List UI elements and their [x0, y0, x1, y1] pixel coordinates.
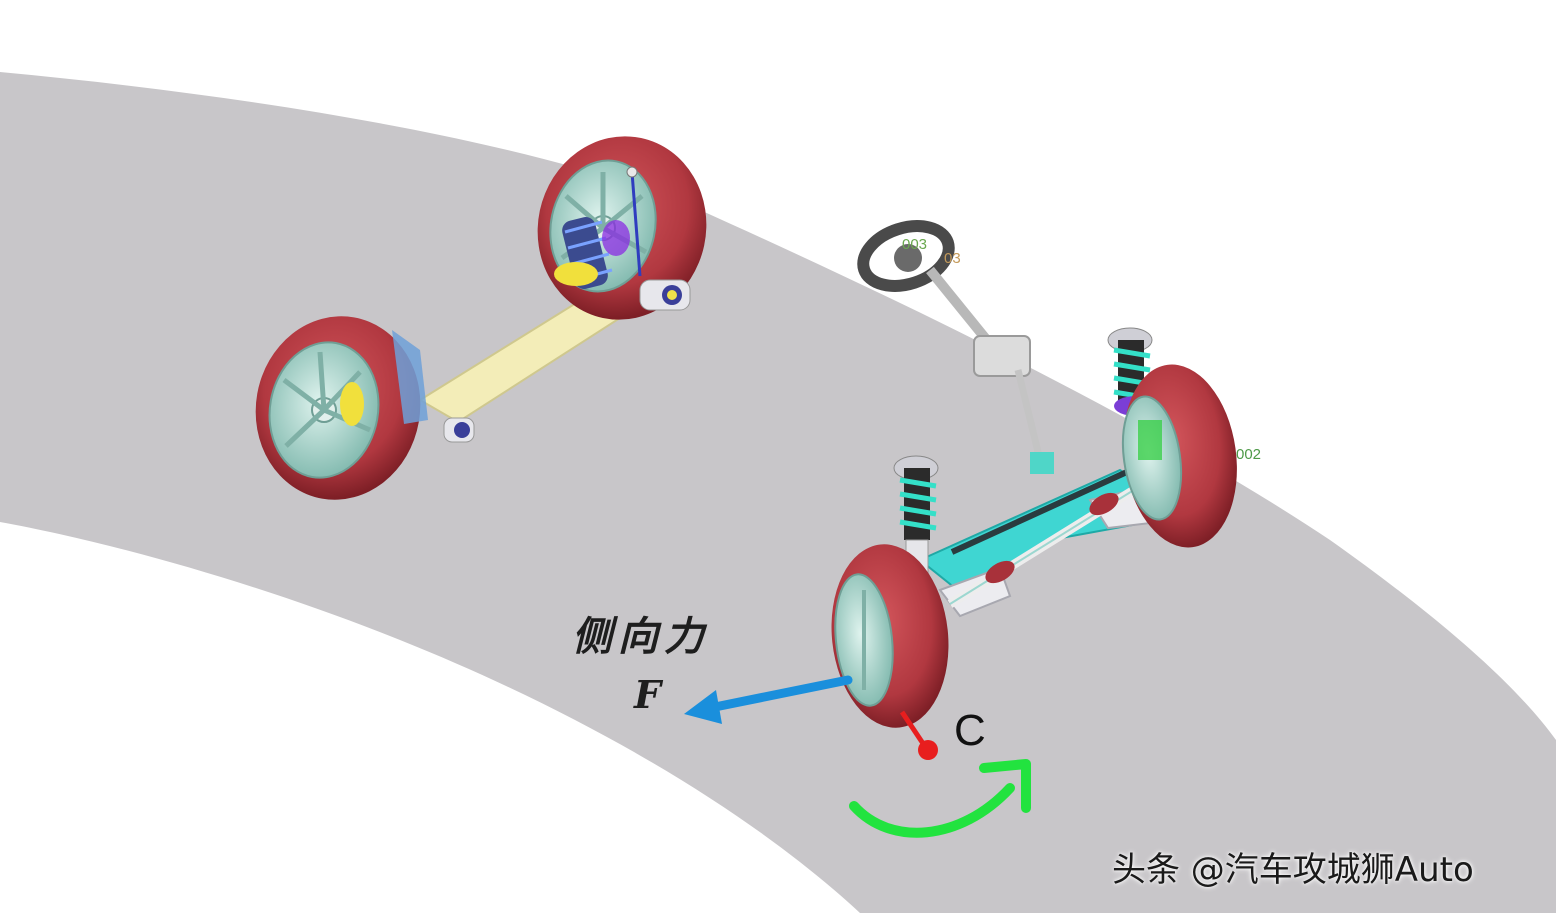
rear-axle-assembly — [255, 136, 707, 500]
rear-left-suspension — [340, 330, 475, 443]
front-left-strut — [893, 455, 939, 581]
steering-motor — [973, 335, 1031, 377]
front-suspension-assembly — [831, 327, 1237, 728]
lateral-force-label: 侧向力 — [572, 613, 710, 660]
rear-spring — [554, 166, 642, 289]
front-right-wheel — [1121, 364, 1237, 548]
lateral-force-arrow — [684, 675, 853, 724]
front-right-tag: 002 — [1236, 446, 1262, 463]
contact-point-label: C — [954, 706, 986, 755]
watermark: 头条 @汽车攻城狮Auto — [1112, 850, 1474, 890]
rear-left-wheel — [255, 316, 421, 500]
steering-assembly — [857, 220, 1054, 474]
steering-wheel — [857, 220, 955, 292]
moment-arrow — [849, 759, 1031, 838]
contact-point-marker — [899, 710, 938, 760]
rear-right-trailing-bushing — [639, 279, 691, 311]
curved-road — [0, 72, 1556, 913]
steering-tag-2: 03 — [944, 250, 961, 267]
steering-rack — [950, 463, 1142, 555]
front-left-wheel — [831, 544, 949, 728]
steering-tag-1: 003 — [902, 236, 928, 253]
force-symbol-label: F — [634, 672, 661, 717]
